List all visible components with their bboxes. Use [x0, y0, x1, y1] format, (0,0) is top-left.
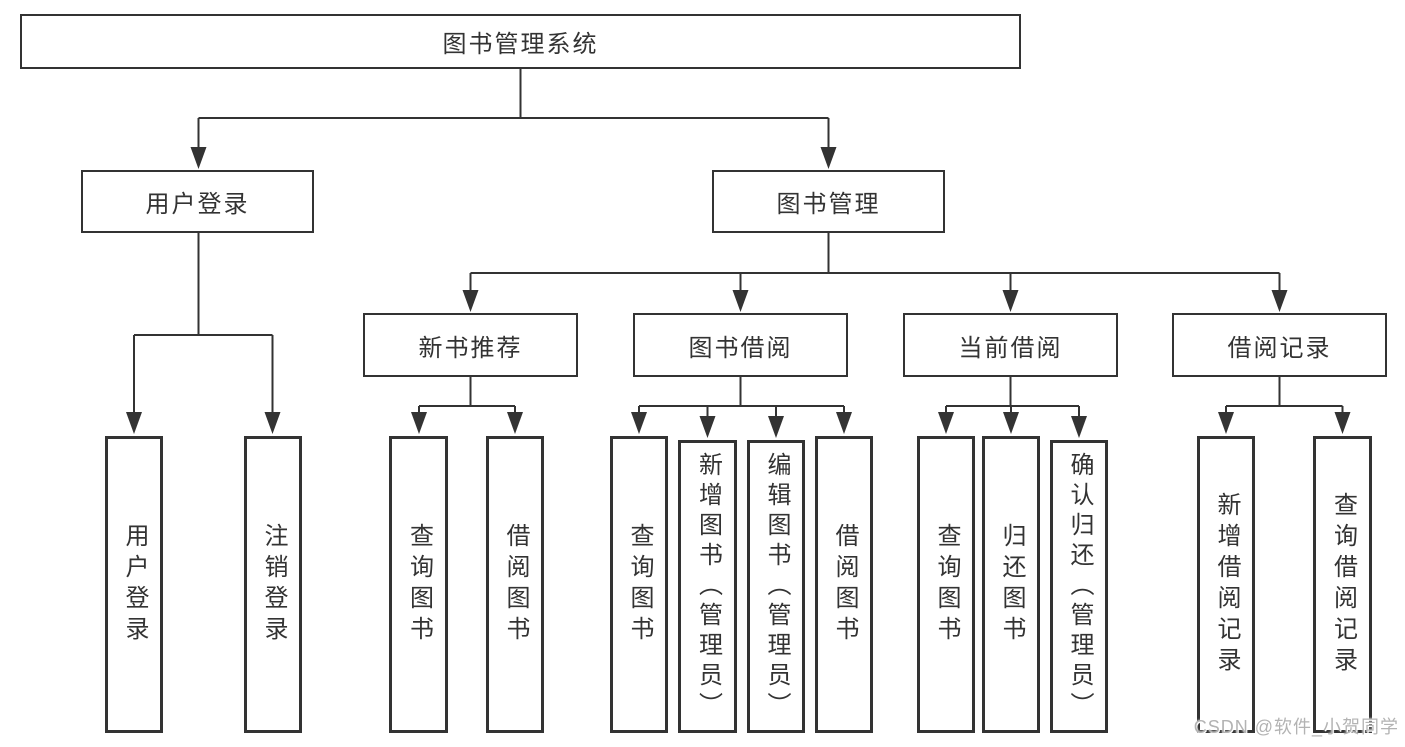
leaf-query-book-3: 查询图书 — [917, 436, 975, 733]
leaf-query-book-1: 查询图书 — [389, 436, 448, 733]
node-book-management: 图书管理 — [712, 170, 945, 233]
leaf-query-book-2: 查询图书 — [610, 436, 668, 733]
leaf-label: 用户登录 — [121, 522, 148, 647]
leaf-label: 查询借阅记录 — [1329, 491, 1357, 678]
leaf-label: 归还图书 — [998, 522, 1025, 647]
leaf-label: 新增借阅记录 — [1213, 491, 1240, 678]
node-label: 借阅记录 — [1227, 334, 1332, 362]
csdn-watermark: CSDN @软件_小贺同学 — [1193, 717, 1399, 737]
leaf-label: 编辑图书（管理员） — [763, 451, 790, 722]
leaf-label: 借阅图书 — [831, 522, 858, 647]
leaf-label: 确认归还（管理员） — [1066, 451, 1093, 722]
leaf-edit-book-admin: 编辑图书（管理员） — [747, 440, 805, 733]
leaf-return-book: 归还图书 — [982, 436, 1040, 733]
leaf-label: 注销登录 — [260, 522, 287, 647]
node-label: 图书管理系统 — [442, 31, 599, 58]
node-root-system: 图书管理系统 — [20, 14, 1021, 69]
leaf-label: 查询图书 — [405, 522, 433, 647]
leaf-add-borrow-record: 新增借阅记录 — [1197, 436, 1255, 733]
node-user-login: 用户登录 — [81, 170, 314, 233]
leaf-label: 查询图书 — [626, 522, 653, 647]
node-label: 用户登录 — [145, 191, 250, 218]
node-current-borrow: 当前借阅 — [903, 313, 1118, 377]
leaf-label: 借阅图书 — [502, 522, 529, 647]
node-label: 新书推荐 — [418, 334, 523, 362]
leaf-label: 新增图书（管理员） — [694, 451, 722, 722]
leaf-borrow-book-1: 借阅图书 — [486, 436, 544, 733]
node-label: 图书管理 — [776, 191, 881, 218]
leaf-borrow-book-2: 借阅图书 — [815, 436, 873, 733]
node-book-borrow: 图书借阅 — [633, 313, 848, 377]
leaf-user-login: 用户登录 — [105, 436, 163, 733]
node-label: 当前借阅 — [958, 334, 1063, 362]
node-borrow-records: 借阅记录 — [1172, 313, 1387, 377]
leaf-confirm-return-admin: 确认归还（管理员） — [1050, 440, 1108, 733]
leaf-query-borrow-record: 查询借阅记录 — [1313, 436, 1372, 733]
leaf-logout: 注销登录 — [244, 436, 302, 733]
node-new-book-recommend: 新书推荐 — [363, 313, 578, 377]
leaf-add-book-admin: 新增图书（管理员） — [678, 440, 737, 733]
leaf-label: 查询图书 — [933, 522, 960, 647]
node-label: 图书借阅 — [688, 334, 793, 362]
